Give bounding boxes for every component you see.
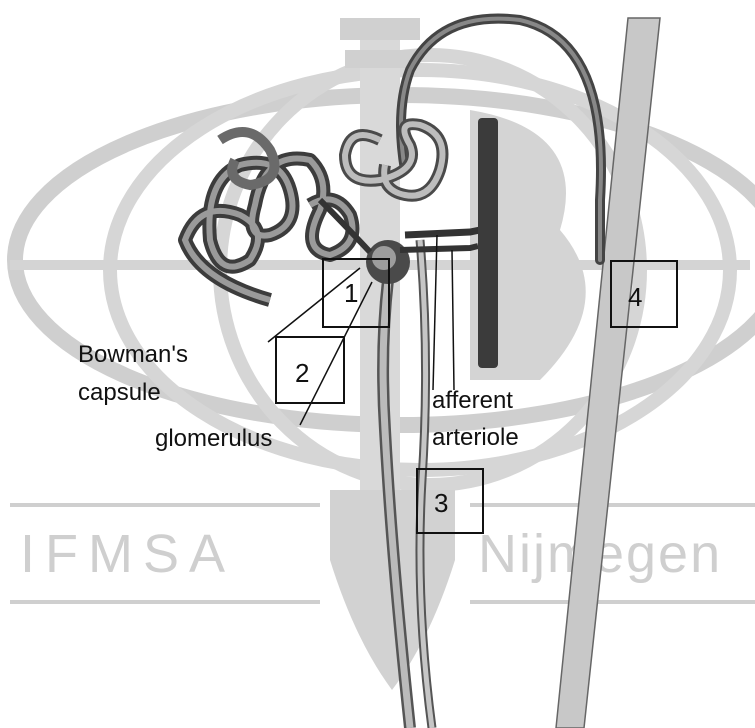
marker-number-1: 1 — [344, 278, 358, 309]
leader-afferent-1 — [433, 235, 437, 390]
label-afferent-line2: arteriole — [432, 425, 519, 450]
marker-number-3: 3 — [434, 488, 448, 519]
marker-box-4: 4 — [610, 260, 678, 328]
marker-number-4: 4 — [628, 282, 642, 313]
marker-box-2: 2 — [275, 336, 345, 404]
label-afferent-line1: afferent — [432, 388, 513, 413]
marker-box-1: 1 — [322, 258, 390, 328]
afferent-arteriole — [405, 230, 480, 235]
collecting-duct — [556, 18, 660, 728]
label-bowmans-capsule-line1: Bowman's — [78, 342, 188, 367]
leader-afferent-2 — [452, 250, 454, 390]
label-bowmans-capsule-line2: capsule — [78, 380, 161, 405]
marker-box-3: 3 — [416, 468, 484, 534]
arteriole-vessel — [478, 118, 498, 368]
label-glomerulus: glomerulus — [155, 426, 272, 451]
marker-number-2: 2 — [295, 358, 309, 389]
